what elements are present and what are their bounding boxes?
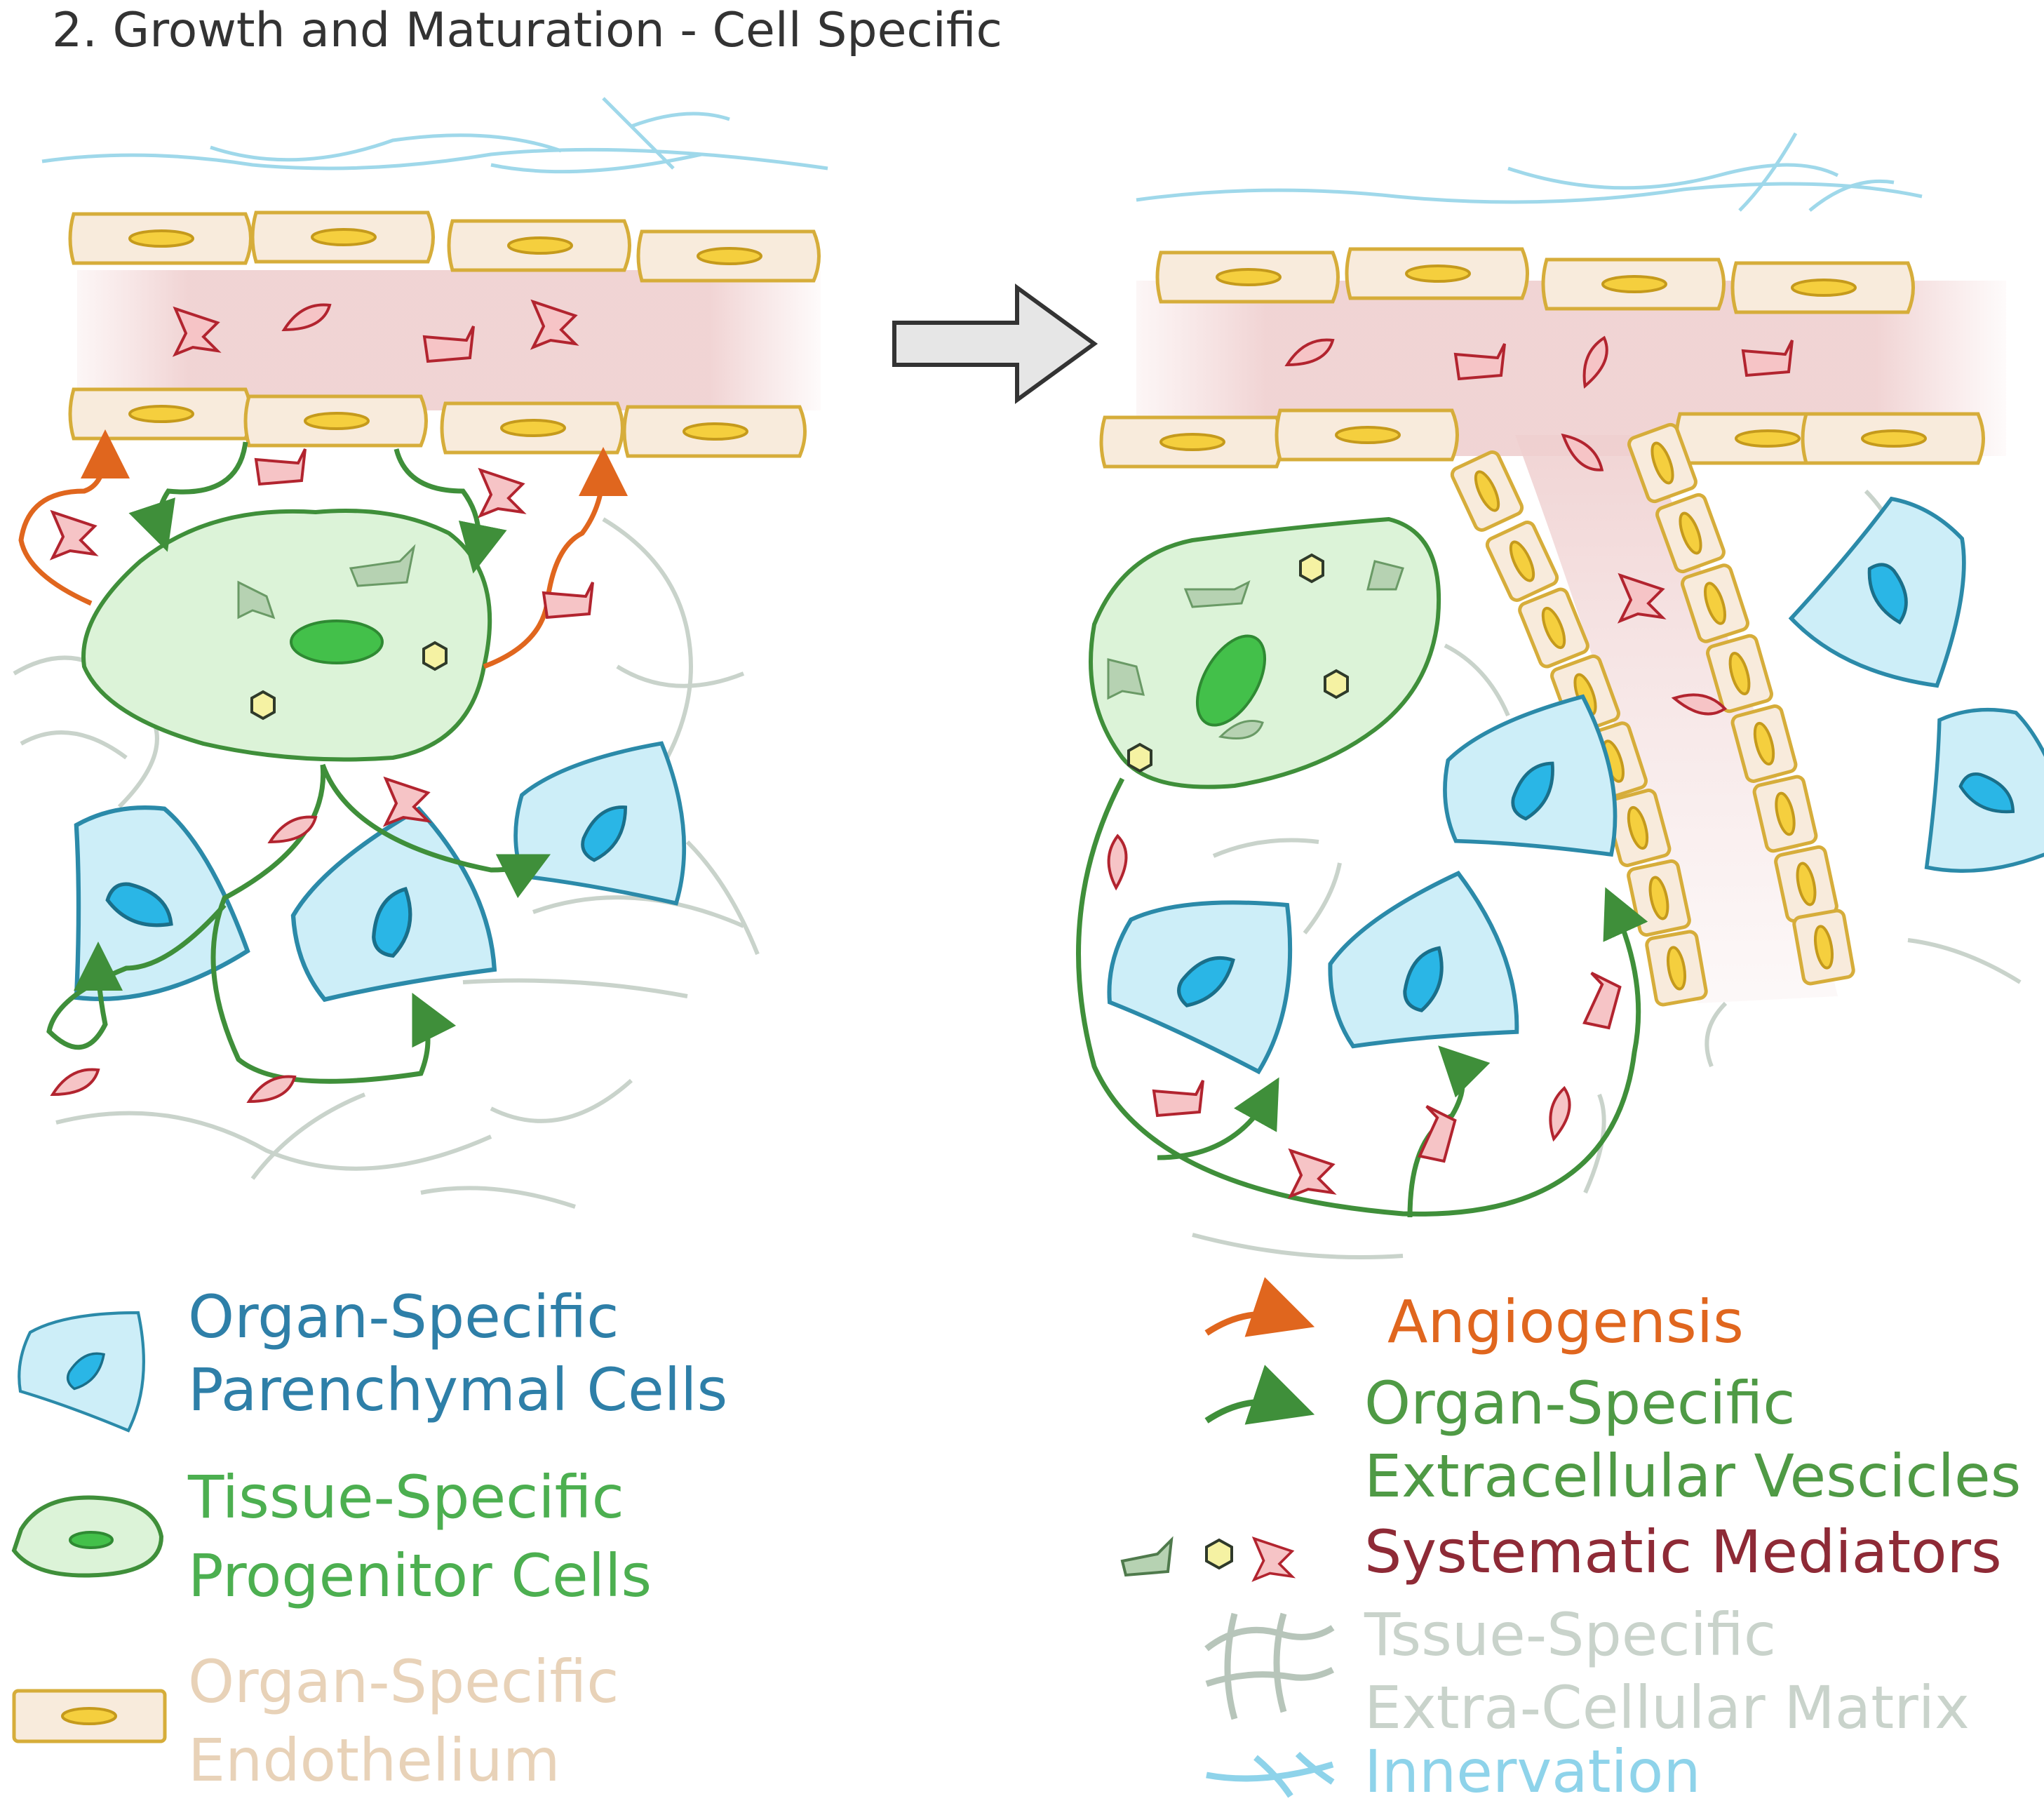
green-arrow-icon xyxy=(1204,1365,1315,1425)
vessel-branch-lumen xyxy=(1515,435,1838,1003)
progenitor-cell-left xyxy=(81,509,492,762)
nerve-fibers-right xyxy=(1136,132,1923,212)
legend-mediators-label: Systematic Mediators xyxy=(1364,1518,2002,1586)
legend-angiogenesis-label: Angiogensis xyxy=(1387,1287,1744,1356)
diagram-title: 2. Growth and Maturation - Cell Specific xyxy=(52,3,1002,58)
legend-parenchymal-line1: Organ-Specific xyxy=(188,1283,619,1351)
legend-endothelium: Organ-Specific Endothelium xyxy=(188,1645,619,1797)
parenchymal-cell-icon xyxy=(19,1313,144,1431)
legend-endothelium-line1: Organ-Specific xyxy=(188,1647,619,1716)
mediators-icon xyxy=(1120,1536,1293,1581)
process-arrow xyxy=(892,283,1098,404)
legend-vesicles-line2: Extracellular Vescicles xyxy=(1364,1442,2022,1511)
legend-progenitor-line2: Progenitor Cells xyxy=(188,1541,652,1610)
legend-parenchymal: Organ-Specific Parenchymal Cells xyxy=(188,1280,727,1426)
nerve-fibers-left xyxy=(41,97,828,174)
legend-vesicles: Organ-Specific Extracellular Vescicles xyxy=(1364,1367,2021,1513)
legend-innervation-label: Innervation xyxy=(1364,1737,1701,1806)
legend-matrix: Tssue-Specific Extra-Cellular Matrix xyxy=(1364,1598,1970,1744)
vesicle-arrows-left xyxy=(46,441,551,1084)
legend-mediators: Systematic Mediators xyxy=(1364,1515,2002,1588)
legend-endothelium-line2: Endothelium xyxy=(188,1726,560,1795)
angiogenesis-arrows-left xyxy=(18,429,628,669)
legend-progenitor-line1: Tissue-Specific xyxy=(188,1463,624,1532)
legend-vesicles-line1: Organ-Specific xyxy=(1364,1369,1796,1438)
legend-angiogenesis: Angiogensis xyxy=(1387,1285,1744,1358)
endothelial-cell-icon xyxy=(12,1689,167,1743)
legend-innervation: Innervation xyxy=(1364,1735,1701,1808)
legend-matrix-line1: Tssue-Specific xyxy=(1364,1600,1777,1669)
ecm-fibers-left xyxy=(13,517,760,1209)
legend-progenitor: Tissue-Specific Progenitor Cells xyxy=(188,1461,652,1612)
legend-matrix-line2: Extra-Cellular Matrix xyxy=(1364,1673,1970,1742)
progenitor-cell-icon xyxy=(11,1495,164,1578)
nerve-icon xyxy=(1206,1751,1335,1798)
orange-arrow-icon xyxy=(1204,1277,1315,1337)
legend-parenchymal-line2: Parenchymal Cells xyxy=(188,1355,728,1424)
progenitor-cell-right xyxy=(1089,516,1441,789)
matrix-icon xyxy=(1204,1612,1335,1720)
